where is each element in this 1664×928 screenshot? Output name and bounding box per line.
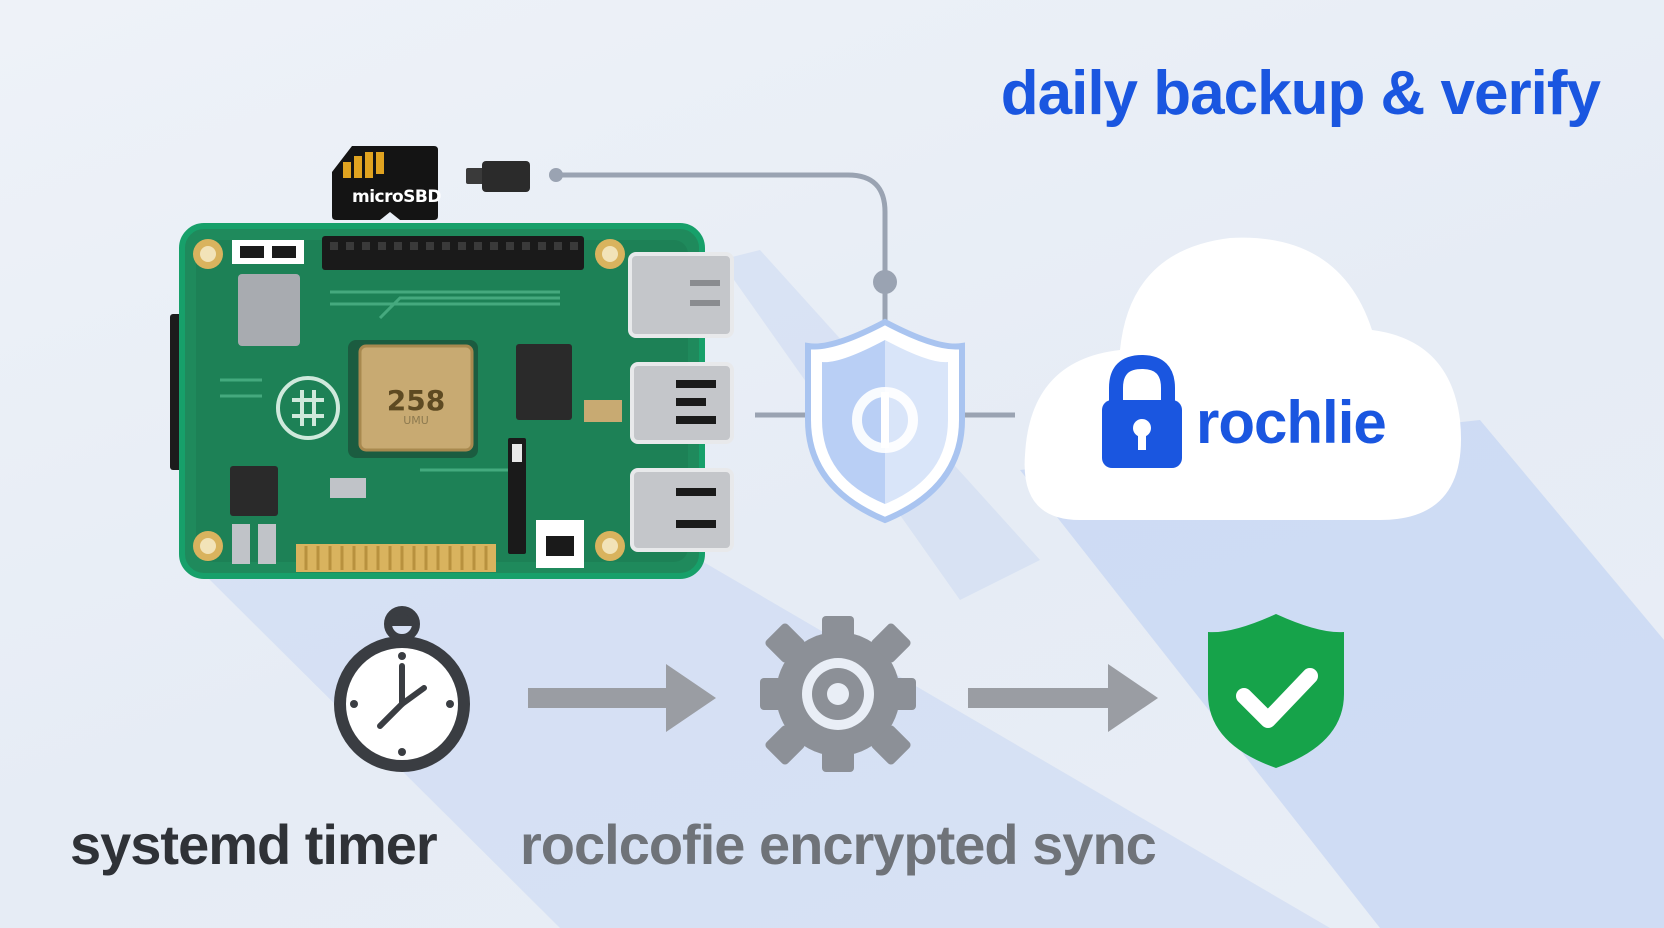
check-shield-icon (1208, 614, 1344, 768)
soc-chip-label: 258 (386, 384, 446, 417)
soc-chip-sublabel: UMU (403, 414, 429, 427)
raspberry-pi-board-icon (170, 223, 734, 579)
stopwatch-icon (334, 606, 470, 772)
usb-plug-icon (466, 161, 530, 192)
caption-systemd-timer: systemd timer (70, 813, 438, 876)
cloud-service-label: rochlie (1196, 389, 1387, 456)
arrow-right-icon-2 (968, 664, 1158, 732)
arrow-right-icon (528, 664, 716, 732)
caption-encrypted-sync: roclcofie encrypted sync (520, 813, 1157, 876)
security-shield-icon (805, 318, 965, 524)
microsd-label: microSBD (352, 187, 442, 207)
cloud-icon (1024, 237, 1461, 520)
microsd-card-icon (332, 146, 438, 220)
connector-line (549, 168, 1015, 418)
diagram-title: daily backup & verify (1000, 59, 1601, 128)
padlock-icon (1102, 354, 1182, 468)
gear-icon (760, 616, 916, 772)
